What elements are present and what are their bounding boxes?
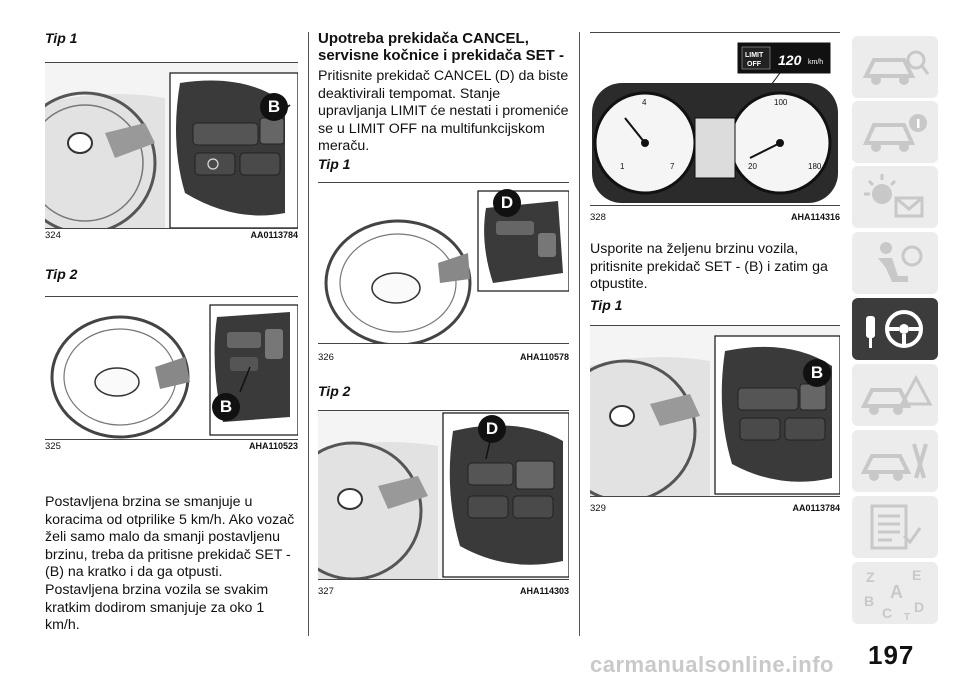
body-paragraph: Postavljena brzina se smanjuje u koracim…	[45, 494, 295, 634]
steering-switch-illustration	[318, 411, 569, 579]
tip-heading: Tip 2	[45, 266, 78, 282]
callout-d: D	[478, 415, 506, 443]
car-warning-icon[interactable]	[852, 364, 938, 426]
body-paragraph: Pritisnite prekidač CANCEL (D) da biste …	[318, 68, 569, 155]
figure-324: B	[45, 62, 298, 229]
figure-code: AHA110523	[248, 441, 298, 451]
steering-wheel-illustration	[318, 183, 569, 343]
column-divider	[308, 32, 309, 636]
svg-text:D: D	[914, 599, 924, 615]
car-tools-icon[interactable]	[852, 430, 938, 492]
warning-light-mail-icon[interactable]	[852, 166, 938, 228]
figure-caption: 324 AA0113784	[45, 230, 298, 241]
svg-text:4: 4	[642, 98, 647, 107]
seat-airbag-icon[interactable]	[852, 232, 938, 294]
svg-text:km/h: km/h	[808, 59, 823, 66]
figure-caption: 326 AHA110578	[318, 352, 569, 363]
figure-number: 328	[590, 212, 606, 223]
callout-d: D	[493, 189, 521, 217]
svg-text:1: 1	[620, 162, 625, 171]
svg-text:LIMIT: LIMIT	[745, 52, 764, 59]
svg-text:C: C	[882, 605, 892, 621]
car-info-icon[interactable]	[852, 101, 938, 163]
body-paragraph: Usporite na željenu brzinu vozila, priti…	[590, 241, 828, 293]
figure-code: AHA114303	[519, 586, 569, 596]
callout-b: B	[212, 393, 240, 421]
figure-caption: 325 AHA110523	[45, 441, 298, 452]
svg-text:B: B	[864, 593, 874, 609]
figure-code: AHA110578	[519, 352, 569, 362]
figure-326: D	[318, 182, 569, 344]
figure-325: B	[45, 296, 298, 440]
figure-caption: 329 AA0113784	[590, 503, 840, 514]
figure-327: D	[318, 410, 569, 580]
section-heading: Upotreba prekidača CANCEL, servisne kočn…	[318, 30, 564, 64]
tip-heading: Tip 2	[318, 383, 351, 399]
callout-b: B	[260, 93, 288, 121]
car-search-icon[interactable]	[852, 36, 938, 98]
callout-b: B	[803, 359, 831, 387]
figure-caption: 328 AHA114316	[590, 212, 840, 223]
tip-heading: Tip 1	[318, 156, 351, 172]
svg-text:E: E	[912, 567, 921, 583]
figure-number: 329	[590, 503, 606, 514]
steering-switch-illustration	[590, 326, 840, 496]
figure-329: B	[590, 325, 840, 497]
svg-text:7: 7	[670, 162, 675, 171]
watermark-text: carmanualsonline.info	[590, 652, 834, 677]
instrument-cluster-illustration: LIMIT OFF 120 km/h 1 4 7 20 100 180	[590, 33, 840, 205]
tip-heading: Tip 1	[590, 297, 623, 313]
figure-code: AHA114316	[790, 212, 840, 222]
checklist-icon[interactable]	[852, 496, 938, 558]
svg-text:180: 180	[808, 162, 822, 171]
svg-text:T: T	[904, 612, 910, 623]
svg-text:Z: Z	[866, 569, 875, 585]
page-number: 197	[868, 640, 915, 670]
figure-number: 327	[318, 586, 334, 597]
figure-caption: 327 AHA114303	[318, 586, 569, 597]
svg-text:OFF: OFF	[747, 61, 762, 68]
figure-328: LIMIT OFF 120 km/h 1 4 7 20 100 180	[590, 32, 840, 206]
figure-number: 326	[318, 352, 334, 363]
tip-heading: Tip 1	[45, 30, 78, 46]
steering-switch-illustration	[45, 63, 298, 228]
figure-number: 324	[45, 230, 61, 241]
steering-wheel-illustration	[45, 297, 298, 439]
column-divider	[579, 32, 580, 636]
svg-text:20: 20	[748, 162, 757, 171]
figure-code: AA0113784	[792, 503, 840, 513]
svg-text:120: 120	[778, 52, 802, 68]
key-steering-wheel-icon[interactable]	[852, 298, 938, 360]
figure-code: AA0113784	[250, 230, 298, 240]
figure-number: 325	[45, 441, 61, 452]
svg-text:100: 100	[774, 98, 788, 107]
svg-text:A: A	[890, 582, 903, 602]
